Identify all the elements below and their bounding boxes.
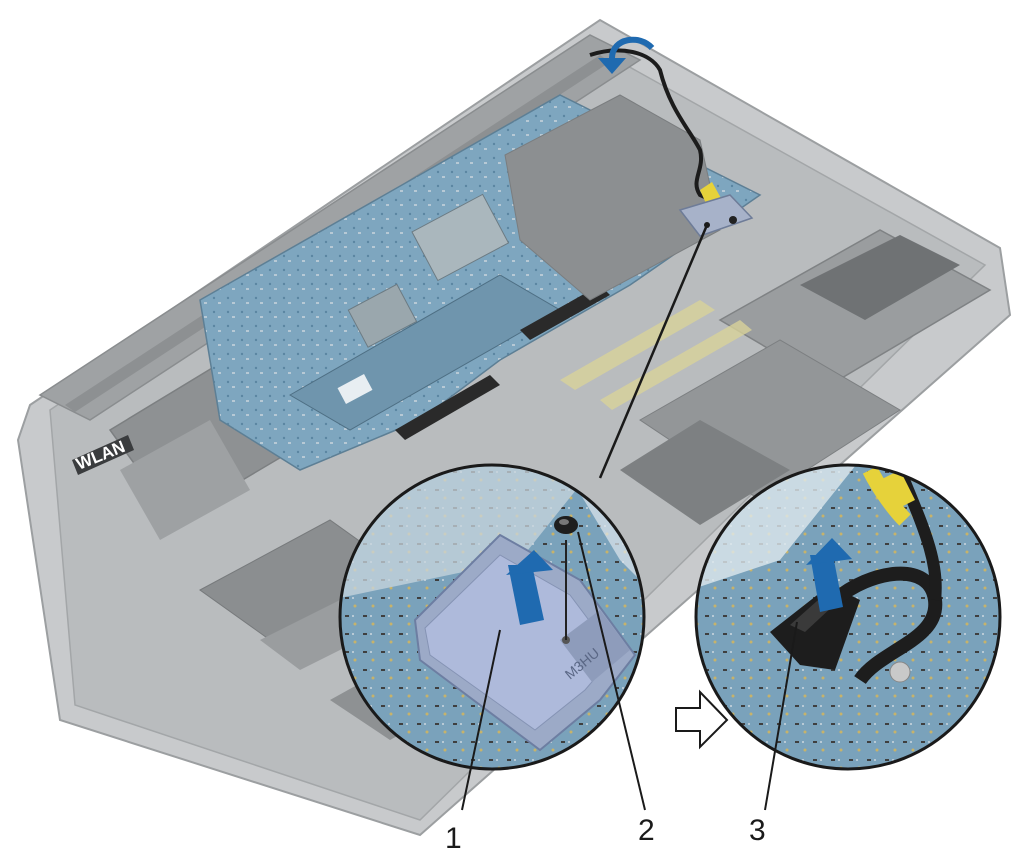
curved-arrow-icon xyxy=(598,36,655,74)
callout-number-2: 2 xyxy=(638,814,655,847)
zoom-leader-line xyxy=(598,224,709,479)
antenna-cable-top xyxy=(589,36,723,208)
zoom-circle-cable xyxy=(694,463,1002,771)
callout-number-3: 3 xyxy=(749,814,766,847)
zoom-circle-bracket: M3HU xyxy=(338,463,646,771)
callout-line-1 xyxy=(461,629,501,811)
up-arrow-icon xyxy=(806,538,852,612)
battery xyxy=(504,94,992,525)
callout-number-1: 1 xyxy=(445,822,462,855)
callout-line-2 xyxy=(577,531,646,811)
right-arrow-outline-icon xyxy=(675,689,729,750)
up-arrow-icon xyxy=(506,550,553,625)
screw xyxy=(554,516,578,534)
callout-line-3 xyxy=(764,621,798,811)
callout-lines xyxy=(461,531,798,811)
